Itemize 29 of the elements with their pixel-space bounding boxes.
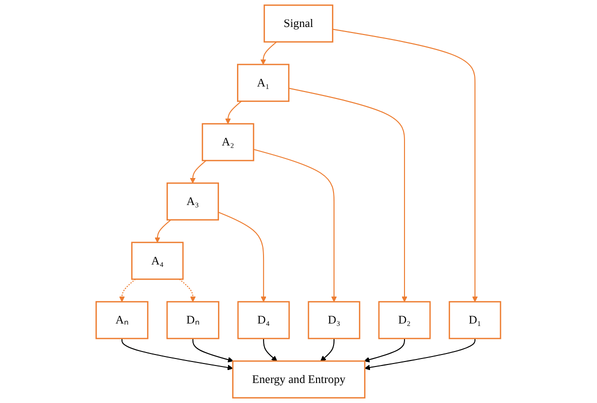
arrow xyxy=(260,41,278,65)
node-box xyxy=(308,301,360,340)
arrow xyxy=(179,278,196,302)
node-box xyxy=(232,360,366,398)
arrow xyxy=(225,100,242,124)
arrow xyxy=(218,212,267,302)
arrow xyxy=(263,338,278,362)
node-box xyxy=(238,301,290,340)
node-box xyxy=(448,301,502,340)
node-box xyxy=(96,301,149,340)
decomposition-tree: Signal A₁ A₂ A₃ A₄ Aₙ Dₙ D₄ D₃ D₂ D₁ Energy and Entropy xyxy=(91,0,506,403)
node-box xyxy=(237,64,290,102)
node-box xyxy=(202,123,254,162)
arrow xyxy=(119,278,136,302)
node-box xyxy=(378,301,431,340)
arrow xyxy=(122,338,234,370)
arrow xyxy=(364,338,406,362)
node-box xyxy=(264,4,334,43)
arrow xyxy=(253,148,338,302)
node-box xyxy=(131,242,184,280)
arrow xyxy=(192,338,234,362)
arrow xyxy=(364,338,476,370)
arrow xyxy=(288,88,408,302)
node-box xyxy=(166,301,220,340)
arrow xyxy=(332,28,478,302)
arrow xyxy=(320,338,335,362)
arrow xyxy=(190,160,207,184)
arrow xyxy=(154,219,172,243)
node-box xyxy=(166,182,220,221)
